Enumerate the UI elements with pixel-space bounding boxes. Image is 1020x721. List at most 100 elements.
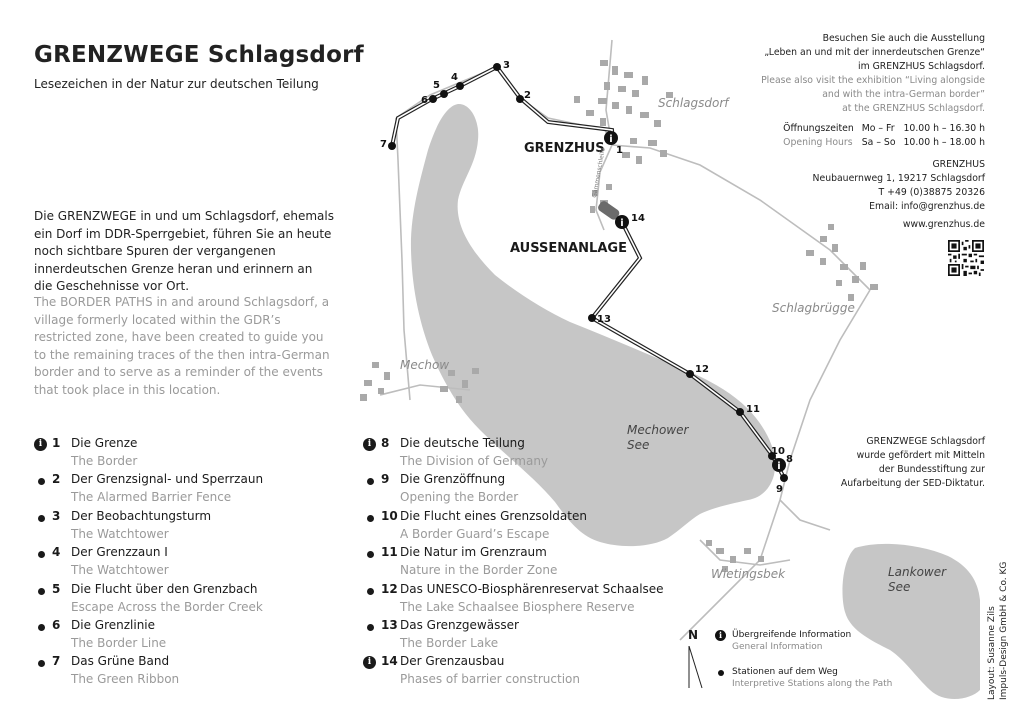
station-dot-icon xyxy=(363,511,377,525)
lake-lankower-label-2: See xyxy=(888,580,910,594)
svg-text:i: i xyxy=(620,218,623,229)
map-legend: N i Übergreifende Information General In… xyxy=(686,628,926,698)
info-icon: i xyxy=(363,656,377,670)
hours-en-label: Opening Hours xyxy=(783,137,853,148)
station-number: 14 xyxy=(381,654,398,669)
map-label-12: 12 xyxy=(695,364,709,375)
station-title-de: Die Grenzöffnung xyxy=(400,472,506,487)
hours-de-label: Öffnungszeiten xyxy=(783,123,854,134)
map-label-13: 13 xyxy=(597,314,611,325)
map-label-10: 10 xyxy=(771,446,785,457)
station-title-en: Nature in the Border Zone xyxy=(400,563,558,578)
svg-text:i: i xyxy=(609,134,612,145)
exhibition-line-4: Please also visit the exhibition “Living… xyxy=(761,75,985,86)
station-6-marker xyxy=(429,95,437,103)
hours-en-days: Sa – So xyxy=(861,137,896,148)
station-title-de: Die Flucht eines Grenzsoldaten xyxy=(400,508,587,523)
station-title-de: Die Grenzlinie xyxy=(71,617,156,632)
legend-station-en: Interpretive Stations along the Path xyxy=(732,679,893,689)
map-label-7: 7 xyxy=(380,139,387,150)
funding-line-2: wurde gefördert mit Mitteln xyxy=(856,450,985,461)
station-title-en: The Watchtower xyxy=(71,563,169,578)
lake-mechower-label-2: See xyxy=(627,438,649,452)
station-7-marker xyxy=(388,142,396,150)
station-title-en: The Watchtower xyxy=(71,526,169,541)
station-title-en: Opening the Border xyxy=(400,490,519,505)
station-14-info-icon xyxy=(615,215,629,229)
station-number-labels: 1 2 3 4 5 6 7 8 9 10 11 12 13 14 xyxy=(380,60,793,495)
station-dot-icon xyxy=(363,547,377,561)
credit-line-2: Impuls-Design GmbH & Co. KG xyxy=(999,561,1009,700)
station-title-en: A Border Guard’s Escape xyxy=(400,526,550,541)
lankower-see-lake xyxy=(842,543,980,700)
station-number: 10 xyxy=(381,508,398,523)
map-label-5: 5 xyxy=(433,80,440,91)
station-title-de: Der Grenzausbau xyxy=(400,654,505,669)
map-label-14: 14 xyxy=(631,213,645,224)
info-markers: i i i xyxy=(604,131,786,472)
station-dot-icon xyxy=(363,584,377,598)
intro-text-de: Die GRENZWEGE in und um Schlagsdorf, ehe… xyxy=(34,209,334,294)
station-title-en: The Border Line xyxy=(71,635,167,650)
mechower-see-lake xyxy=(410,103,776,547)
place-wietingsbek: Wietingsbek xyxy=(711,567,786,581)
station-number: 5 xyxy=(52,581,61,596)
contact-email[interactable]: Email: info@grenzhus.de xyxy=(869,201,985,212)
lake-lankower-label-1: Lankower xyxy=(888,565,947,579)
qr-code[interactable] xyxy=(948,240,984,276)
lake-mechower-label-1: Mechower xyxy=(627,423,689,437)
map-label-3: 3 xyxy=(503,60,510,71)
station-4-marker xyxy=(456,82,464,90)
poi-aussenanlage: AUSSENANLAGE xyxy=(510,241,627,256)
contact-info: GRENZHUS Neubauernweg 1, 19217 Schlagsdo… xyxy=(813,158,985,232)
page-title: GRENZWEGE Schlagsdorf xyxy=(34,42,364,68)
layout-credit: Layout: Susanne Zils Impuls-Design GmbH … xyxy=(986,562,1010,700)
station-1-info-icon xyxy=(604,131,618,145)
station-3-marker xyxy=(493,63,501,71)
map-label-4: 4 xyxy=(451,72,458,83)
station-dot-icon xyxy=(34,584,48,598)
station-title-en: The Green Ribbon xyxy=(71,672,180,687)
station-title-en: Phases of barrier construction xyxy=(400,672,580,687)
station-dot-icon xyxy=(34,474,48,488)
station-title-de: Das UNESCO-Biosphärenreservat Schaalsee xyxy=(400,581,664,596)
station-title-de: Der Beobachtungsturm xyxy=(71,508,212,523)
settlement-schlagbruegge xyxy=(806,224,878,301)
hours-en-time: 10.00 h – 18.00 h xyxy=(903,137,985,148)
legend-station-de: Stationen auf dem Weg xyxy=(732,667,838,677)
map-label-8: 8 xyxy=(786,454,793,465)
station-title-de: Der Grenzzaun I xyxy=(71,545,168,560)
north-arrow: N xyxy=(688,628,703,690)
station-number: 12 xyxy=(381,581,398,596)
legend-station-icon xyxy=(718,670,724,676)
hours-de-time: 10.00 h – 16.30 h xyxy=(903,123,985,134)
station-dot-icon xyxy=(34,656,48,670)
settlement-mechow xyxy=(360,362,479,403)
station-13-marker xyxy=(588,314,596,322)
svg-text:i: i xyxy=(777,461,780,472)
intro-text-en: The BORDER PATHS in and around Schlagsdo… xyxy=(34,295,330,397)
station-title-en: The Alarmed Barrier Fence xyxy=(71,490,232,505)
map-label-11: 11 xyxy=(746,404,760,415)
station-2-marker xyxy=(516,95,524,103)
place-schlagbruegge: Schlagbrügge xyxy=(772,301,855,315)
contact-website[interactable]: www.grenzhus.de xyxy=(902,219,985,230)
station-title-en: The Division of Germany xyxy=(400,454,549,468)
station-markers xyxy=(388,63,788,482)
map-label-9: 9 xyxy=(776,484,783,495)
station-title-en: Escape Across the Border Creek xyxy=(71,599,263,614)
station-number: 3 xyxy=(52,508,61,523)
station-9-marker xyxy=(780,474,788,482)
